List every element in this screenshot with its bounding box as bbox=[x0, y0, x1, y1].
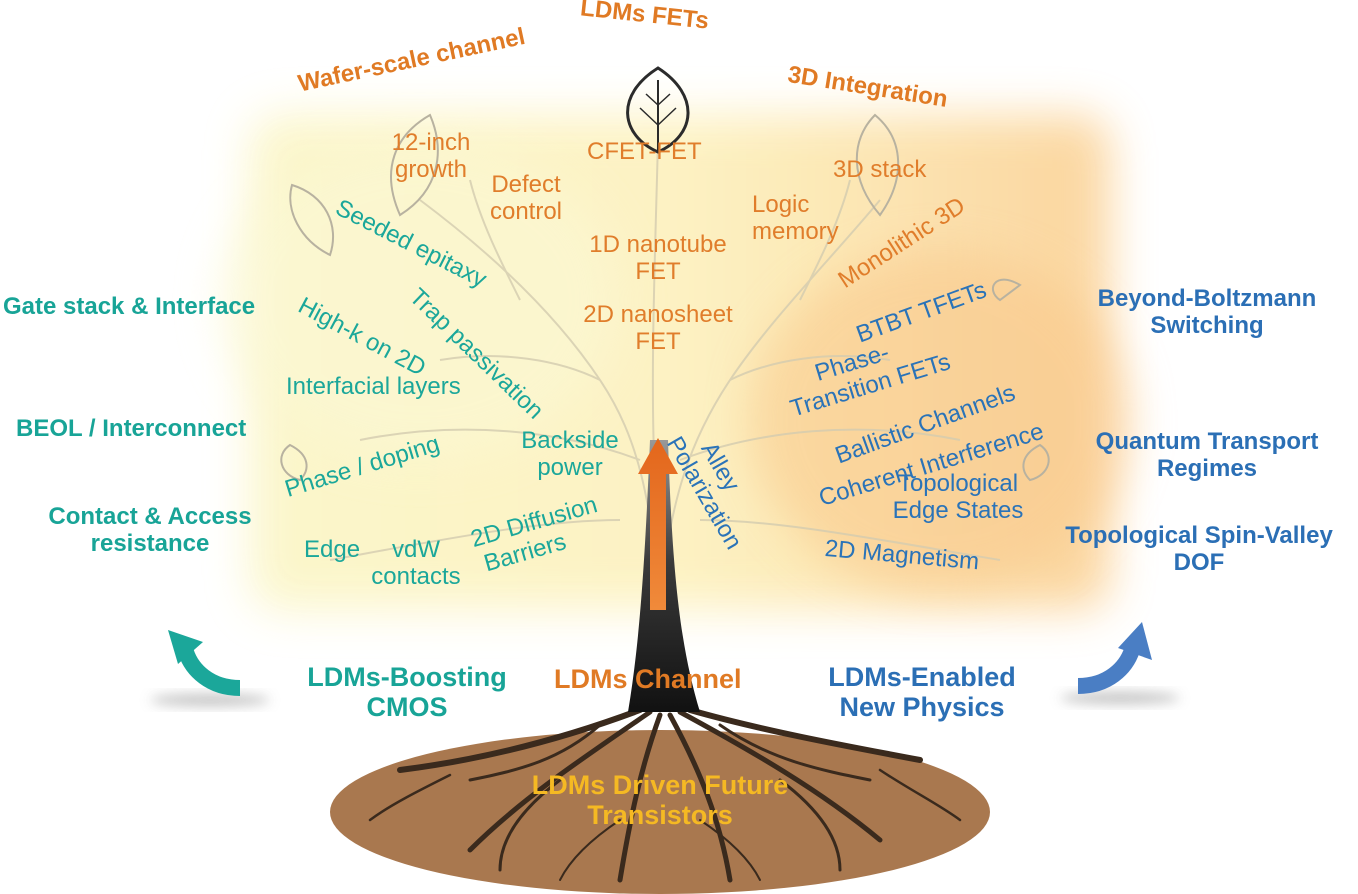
label-cfet-fet: CFET-FET bbox=[587, 138, 702, 165]
label-edge: Edge bbox=[304, 536, 361, 563]
pillar-ldms-channel: LDMs Channel bbox=[554, 664, 742, 694]
category-gate-stack-interface: Gate stack & Interface bbox=[3, 293, 256, 320]
curved-arrow-left-icon bbox=[168, 630, 241, 696]
label-3d-stack: 3D stack bbox=[833, 156, 927, 183]
canopy-glow bbox=[220, 115, 1130, 610]
label-interfacial-layers: Interfacial layers bbox=[286, 373, 461, 400]
category-beol-interconnect: BEOL / Interconnect bbox=[16, 415, 247, 442]
tree-roots bbox=[368, 707, 962, 883]
leaf-icon bbox=[280, 113, 1050, 482]
leaf-icon bbox=[626, 66, 690, 154]
curved-arrow-right-icon bbox=[1077, 622, 1152, 694]
up-arrow-icon bbox=[638, 438, 678, 610]
